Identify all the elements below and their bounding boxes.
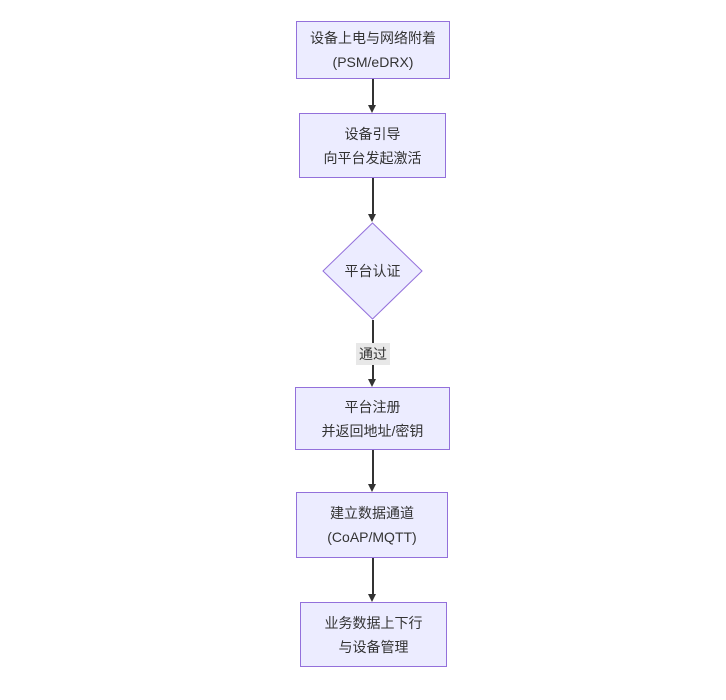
edge-channel-to-business	[367, 558, 378, 602]
node-label-line: (PSM/eDRX)	[332, 54, 414, 70]
edge-power-to-bootstrap	[367, 79, 378, 113]
edge-line	[372, 79, 374, 109]
arrowhead-icon	[368, 379, 376, 387]
node-label-line: 与设备管理	[338, 638, 409, 655]
node-label-line: (CoAP/MQTT)	[327, 529, 417, 545]
node-label-line: 设备引导	[344, 125, 401, 142]
node-label-line: 向平台发起激活	[323, 149, 422, 166]
node-label-line: 并返回地址/密钥	[321, 422, 424, 439]
node-label-line: 业务数据上下行	[324, 614, 423, 631]
node-data-channel: 建立数据通道 (CoAP/MQTT)	[296, 492, 448, 558]
node-label-line: 设备上电与网络附着	[310, 30, 436, 46]
edge-label-pass: 通过	[356, 343, 390, 365]
arrowhead-icon	[368, 105, 376, 113]
node-business-data: 业务数据上下行 与设备管理	[300, 602, 447, 667]
node-device-bootstrap: 设备引导 向平台发起激活	[299, 113, 446, 178]
diamond-shape	[322, 222, 423, 320]
node-label-line: 建立数据通道	[330, 505, 414, 521]
arrowhead-icon	[368, 214, 376, 222]
edge-line	[372, 178, 374, 218]
edge-register-to-channel	[367, 450, 378, 492]
node-label-line: 平台认证	[344, 263, 401, 279]
edge-line	[372, 450, 374, 488]
edge-line	[372, 558, 374, 598]
arrowhead-icon	[368, 484, 376, 492]
arrowhead-icon	[368, 594, 376, 602]
node-label-line: 平台注册	[344, 398, 401, 415]
edge-bootstrap-to-auth	[367, 178, 378, 222]
node-device-power-on: 设备上电与网络附着 (PSM/eDRX)	[296, 21, 450, 79]
decision-platform-auth: 平台认证	[322, 222, 423, 320]
node-platform-register: 平台注册 并返回地址/密钥	[295, 387, 450, 450]
